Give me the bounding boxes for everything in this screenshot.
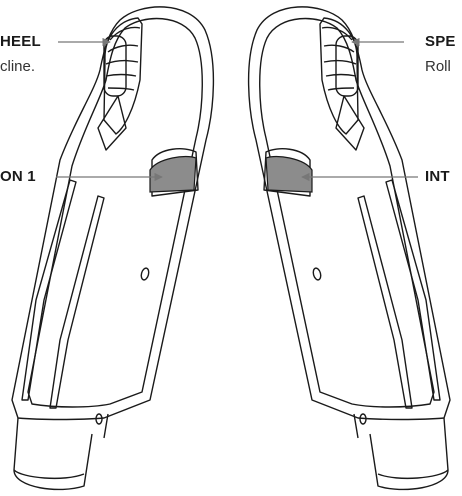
right-button-callout-title: INT [425, 168, 450, 185]
right-controller [247, 6, 451, 491]
left-controller [11, 6, 215, 491]
left-wheel-callout-subtitle: cline. [0, 58, 36, 75]
right-wheel-callout-subtitle: Roll [425, 58, 451, 75]
left-action-button [149, 155, 197, 193]
left-button-callout-title: ON 1 [0, 168, 36, 185]
left-wheel-callout-title: HEEL [0, 33, 41, 50]
right-action-button [265, 155, 313, 193]
right-wheel-callout-title: SPE [425, 33, 456, 50]
